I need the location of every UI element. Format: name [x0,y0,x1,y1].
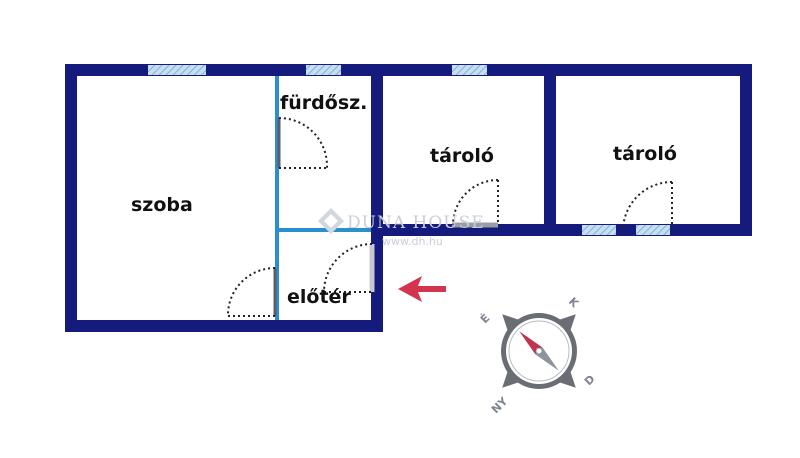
compass-north: É [478,312,493,327]
top-wall [65,64,752,76]
compass-west: NY [489,394,511,416]
duna-house-logo-icon [318,208,344,234]
window-tarolo-2a [582,225,616,235]
compass-icon [501,313,577,389]
door-entrance [323,243,375,293]
left-wall [65,64,77,332]
room-label-tarolo-2: tároló [613,143,677,165]
door-tarolo-1 [452,179,499,228]
doors [226,116,673,317]
door-furdo [277,116,329,169]
watermark-url: www.dh.hu [382,235,443,248]
door-tarolo-2 [622,181,673,232]
window-furdo [306,65,341,75]
entrance-arrow-icon [398,276,446,302]
window-tarolo-2b [636,225,670,235]
partition-vertical [275,76,279,320]
partitions [275,76,371,320]
right-wall [740,64,752,236]
compass-south: D [582,372,598,388]
window-tarolo-1 [452,65,487,75]
compass-east: K [566,295,582,311]
storage-divider-wall [544,64,556,236]
partition-horizontal [279,228,371,232]
watermark-brand: DUNA HOUSE [347,213,485,233]
room-label-eloter: előtér [287,286,351,308]
door-szoba [226,267,277,317]
windows [148,65,670,235]
watermark: DUNA HOUSE www.dh.hu [318,208,485,248]
room-label-tarolo-1: tároló [430,145,494,167]
room-label-furdo: fürdősz. [280,92,367,114]
window-szoba [148,65,206,75]
room-label-szoba: szoba [131,194,193,216]
bottom-wall-left [65,320,383,332]
